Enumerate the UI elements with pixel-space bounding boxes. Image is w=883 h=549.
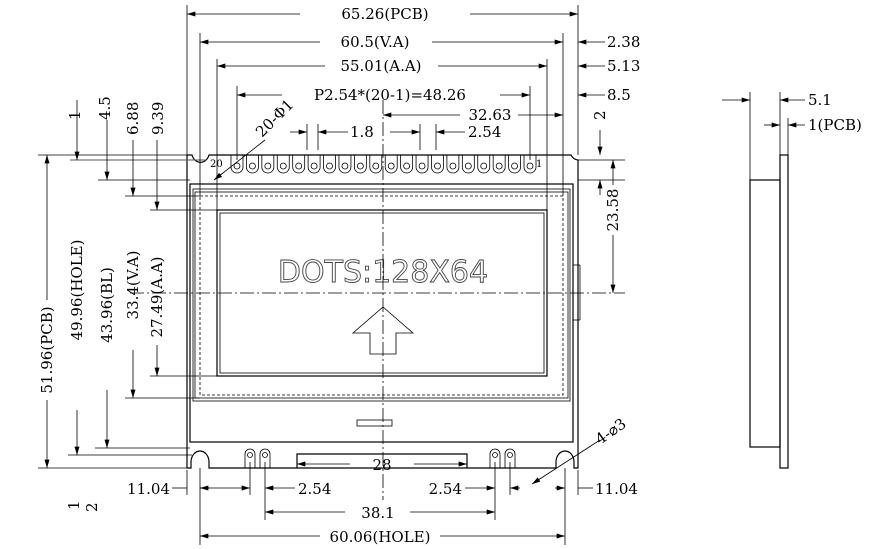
pin-pad — [461, 155, 475, 174]
pin-pad — [276, 155, 290, 174]
pin-pad — [246, 155, 259, 174]
backlight-frame — [189, 183, 581, 443]
dim-pin-pitch: P2.54*(20-1)=48.26 — [314, 86, 466, 104]
pin-hole — [295, 162, 303, 170]
pin-pad — [415, 155, 429, 174]
pin-pad — [353, 155, 367, 174]
dim-right-aa: 5.13 — [607, 57, 640, 75]
pin-pad — [261, 155, 275, 174]
dim-top-4-5: 4.5 — [96, 96, 114, 120]
dim-hole-height: 49.96(HOLE) — [68, 240, 86, 341]
dim-top-1: 1 — [66, 110, 84, 120]
pin-pad — [400, 155, 414, 174]
bottom-pins — [244, 448, 516, 468]
pin-pad — [307, 155, 321, 174]
dim-edge-2: 2 — [591, 110, 609, 120]
pin-pad — [446, 155, 460, 174]
pin-pad — [523, 155, 537, 174]
dim-aa-width: 55.01(A.A) — [340, 57, 421, 75]
pin-hole — [511, 162, 518, 170]
pin-hole — [356, 162, 364, 170]
pin-hole — [279, 162, 287, 170]
pin-pad — [384, 155, 398, 174]
pin-pad — [508, 155, 521, 174]
pin-hole — [418, 162, 426, 170]
pin-pad — [323, 155, 336, 174]
pin-hole — [449, 162, 457, 170]
pin-hole — [434, 162, 441, 170]
pin-pad — [431, 155, 444, 174]
pin-pad — [492, 155, 506, 174]
dim-pcb-height: 51.96(PCB) — [38, 306, 56, 393]
pin-hole — [310, 162, 318, 170]
side-view — [749, 92, 789, 469]
dim-top-9-39: 9.39 — [149, 102, 167, 135]
dim-va-height: 33.4(V.A) — [124, 251, 142, 320]
dim-right-va: 2.38 — [607, 33, 640, 51]
dim-left-offset: 11.04 — [127, 480, 170, 498]
pin-hole — [480, 162, 488, 170]
dim-hole-span: 60.06(HOLE) — [330, 528, 431, 546]
dim-pad-width: 1.8 — [350, 123, 374, 141]
dim-pcb-width: 65.26(PCB) — [341, 5, 428, 23]
pin1-label: 1 — [536, 159, 542, 170]
dim-pcb-thickness: 1(PCB) — [808, 116, 862, 134]
pin-pad — [230, 155, 244, 174]
pcb-outline — [70, 154, 579, 469]
pin-hole — [495, 162, 503, 170]
pin-pad — [292, 155, 306, 174]
dim-aa-height: 27.49(A.A) — [148, 256, 166, 337]
pin-hole — [264, 162, 272, 170]
label-tab — [356, 419, 393, 427]
dim-va-width: 60.5(V.A) — [341, 33, 410, 51]
pin-hole — [464, 162, 472, 170]
dim-top-6-88: 6.88 — [124, 102, 142, 135]
dim-right-offset: 11.04 — [595, 480, 638, 498]
dim-connector: 28 — [372, 456, 391, 474]
dim-pin-hole: 20-Φ1 — [252, 96, 297, 141]
dim-thickness: 5.1 — [808, 91, 832, 109]
dim-pin-spacing: 2.54 — [468, 123, 501, 141]
dim-right-pitch: 2.54 — [429, 480, 462, 498]
pin-hole — [387, 162, 395, 170]
dim-bl-height: 43.96(BL) — [98, 267, 116, 343]
pin-hole — [326, 162, 333, 170]
pin-hole — [526, 162, 534, 170]
dim-pin-span: 38.1 — [361, 504, 394, 522]
dim-bottom-2: 2 — [83, 502, 101, 512]
dim-mount-holes: 4-⌀3 — [592, 414, 630, 448]
pin-pad — [369, 155, 383, 174]
pin-hole — [249, 162, 256, 170]
pin-pad — [477, 155, 491, 174]
dim-center-height: 23.58 — [604, 189, 622, 232]
dim-left-pitch: 2.54 — [298, 480, 331, 498]
pin-row — [230, 155, 537, 174]
pin-hole — [403, 162, 411, 170]
pin-hole — [341, 162, 349, 170]
pin-hole — [233, 162, 241, 170]
pin20-label: 20 — [210, 159, 223, 170]
dim-center-offset: 32.63 — [469, 106, 512, 124]
dim-bottom-1: 1 — [65, 500, 83, 510]
dim-right-pin: 8.5 — [607, 86, 631, 104]
pin-hole — [372, 162, 380, 170]
pin-pad — [338, 155, 352, 174]
